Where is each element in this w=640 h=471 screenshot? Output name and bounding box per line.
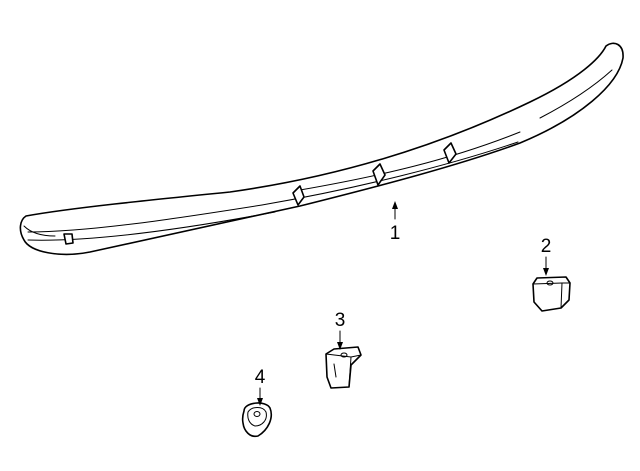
callout-label-2: 2 [541, 236, 552, 257]
bracket-center-part [325, 346, 362, 389]
callout-1: 1 [390, 201, 401, 244]
callout-label-4: 4 [255, 367, 266, 388]
callout-3: 3 [335, 310, 346, 350]
callout-4: 4 [255, 367, 266, 406]
clip-tab [292, 185, 305, 206]
spoiler-part [19, 42, 624, 256]
callout-2: 2 [541, 236, 552, 276]
arrowhead-icon [337, 342, 343, 350]
callout-label-3: 3 [335, 310, 346, 331]
bumper-pad-part [241, 402, 273, 438]
bracket-right-part [532, 276, 571, 312]
clip-tab [63, 233, 74, 245]
clip-tab [443, 142, 457, 164]
callout-label-1: 1 [390, 223, 401, 244]
arrowhead-icon [257, 398, 263, 406]
arrowhead-icon [543, 268, 549, 276]
arrowhead-icon [392, 201, 398, 209]
clip-tab [372, 163, 386, 186]
